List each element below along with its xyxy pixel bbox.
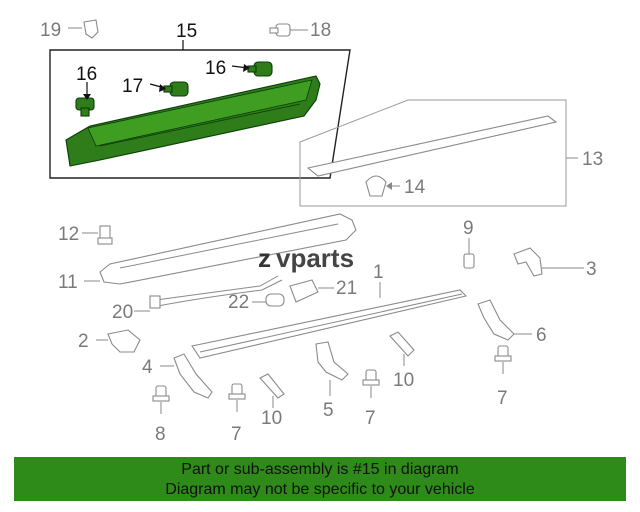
rocker-molding-inner-edge (99, 103, 301, 147)
callout-10-left: 10 (261, 408, 282, 429)
part-22[interactable]: 22 (228, 292, 285, 313)
part-9[interactable]: 9 (463, 218, 475, 269)
brand-logo: z vparts (258, 243, 354, 273)
callout-14: 14 (404, 177, 426, 198)
callout-21: 21 (336, 278, 357, 299)
callout-22: 22 (228, 292, 249, 313)
part-20[interactable]: 20 (112, 275, 283, 323)
callout-16-right: 16 (205, 58, 226, 79)
part-10-right[interactable]: 10 (389, 331, 415, 391)
footer-line-2: Diagram may not be specific to your vehi… (165, 481, 475, 498)
callout-20: 20 (112, 302, 133, 323)
part-19[interactable]: 19 (40, 19, 99, 41)
rocker-molding-highlight-top (87, 79, 313, 147)
clip-16-left[interactable] (75, 97, 95, 117)
part-7-right[interactable]: 7 (494, 345, 512, 409)
part-21[interactable]: 21 (289, 278, 357, 303)
callout-4: 4 (142, 357, 153, 378)
part-1[interactable]: 1 (191, 262, 468, 359)
part-18[interactable]: 18 (269, 20, 331, 41)
callout-5: 5 (323, 400, 334, 421)
callout-2: 2 (78, 331, 89, 352)
footer-banner: Part or sub-assembly is #15 in diagram D… (14, 457, 626, 501)
callout-7-right: 7 (497, 388, 508, 409)
callout-11: 11 (58, 272, 78, 293)
callout-6: 6 (536, 325, 547, 346)
assembly-15-box (49, 49, 351, 179)
part-13-group[interactable]: 13 14 (299, 99, 603, 207)
clip-17[interactable] (163, 81, 189, 97)
part-7-left[interactable]: 7 (228, 383, 246, 445)
callout-12: 12 (58, 224, 79, 245)
part-3[interactable]: 3 (513, 247, 597, 280)
callout-19: 19 (40, 20, 61, 41)
part-6[interactable]: 6 (477, 299, 547, 346)
callout-8: 8 (155, 424, 166, 445)
clip-14[interactable]: 14 (365, 175, 426, 198)
part-10-left[interactable]: 10 (259, 373, 285, 429)
parts-diagram: 15 16 17 16 19 18 13 14 12 (40, 19, 603, 445)
callout-1: 1 (373, 262, 384, 283)
callout-3: 3 (586, 259, 597, 280)
callout-9: 9 (463, 218, 474, 239)
callout-10-right: 10 (393, 370, 414, 391)
callout-13: 13 (582, 149, 603, 170)
callout-17: 17 (122, 76, 143, 97)
callout-16-left: 16 (76, 64, 97, 85)
part-2[interactable]: 2 (78, 329, 141, 353)
part-5[interactable]: 5 (315, 341, 349, 421)
callout-15: 15 (176, 21, 197, 42)
part-11[interactable]: 11 (58, 213, 357, 293)
brand-name: vparts (276, 243, 354, 273)
callout-18: 18 (310, 20, 331, 41)
part-4[interactable]: 4 (142, 353, 213, 399)
part-8[interactable]: 8 (152, 385, 170, 445)
callout-7-left: 7 (231, 424, 242, 445)
clip-16-right[interactable] (247, 61, 273, 77)
part-12[interactable]: 12 (58, 224, 113, 245)
brand-logo-prefix: z (258, 243, 271, 273)
callout-7-middle: 7 (365, 408, 376, 429)
assembly-15-group[interactable]: 15 16 17 16 (49, 21, 351, 179)
part-7-middle[interactable]: 7 (362, 369, 380, 429)
footer-line-1: Part or sub-assembly is #15 in diagram (181, 461, 459, 478)
